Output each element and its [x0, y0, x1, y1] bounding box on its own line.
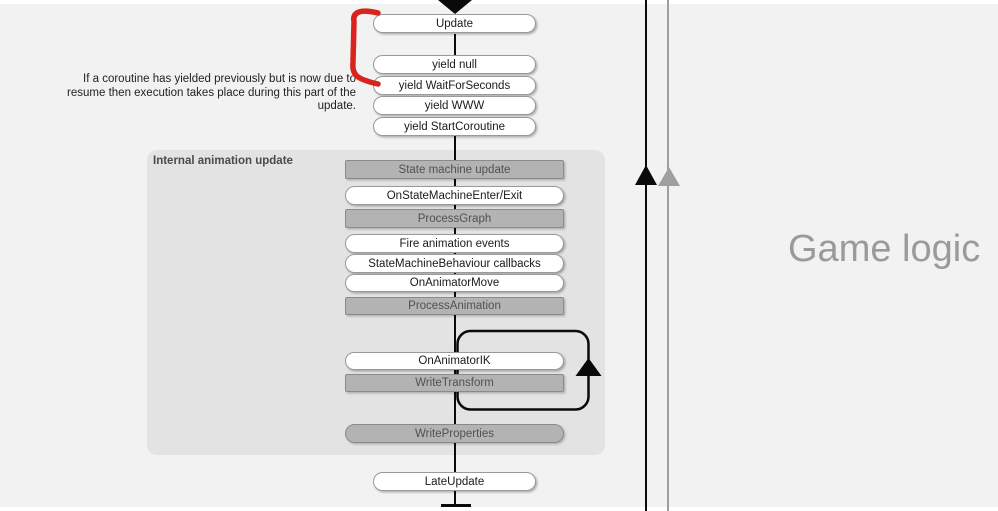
connector-line — [454, 314, 456, 353]
down-arrow-stub-icon — [441, 504, 471, 507]
node-yield-null: yield null — [373, 55, 536, 74]
animation-ik-loop-path — [456, 329, 602, 411]
down-arrow-icon — [438, 0, 472, 14]
connector-line — [454, 252, 456, 255]
loop-up-arrow-icon — [575, 358, 602, 376]
connector-line — [454, 490, 456, 505]
game-loop-rail-gray — [667, 0, 669, 511]
node-onanimatormove: OnAnimatorMove — [345, 274, 564, 292]
connector-line — [454, 179, 456, 187]
node-processgraph: ProcessGraph — [345, 209, 564, 228]
node-writeproperties: WriteProperties — [345, 424, 564, 443]
connector-line — [454, 135, 456, 161]
connector-line — [454, 204, 456, 210]
node-writetransform: WriteTransform — [345, 374, 564, 392]
red-bracket-annotation — [350, 8, 381, 87]
annotation-line: If a coroutine has yielded previously bu… — [83, 73, 356, 85]
node-state-machine-update: State machine update — [345, 160, 564, 179]
node-update: Update — [373, 14, 536, 33]
connector-line — [454, 272, 456, 275]
connector-line — [454, 34, 456, 56]
coroutine-annotation: If a coroutine has yielded previously bu… — [36, 73, 356, 114]
game-loop-rail-black — [645, 0, 647, 511]
node-statemachinebehaviour-callbacks: StateMachineBehaviour callbacks — [345, 254, 564, 273]
node-yield-www: yield WWW — [373, 96, 536, 115]
node-onstatemachineenterexit: OnStateMachineEnter/Exit — [345, 186, 564, 205]
node-lateupdate: LateUpdate — [373, 472, 536, 491]
connector-line — [454, 291, 456, 298]
connector-line — [454, 227, 456, 235]
connector-line — [454, 391, 456, 425]
section-label-game-logic: Game logic — [788, 228, 981, 270]
up-arrow-icon-gray — [658, 167, 680, 186]
node-fire-animation-events: Fire animation events — [345, 234, 564, 253]
node-yield-startcoroutine: yield StartCoroutine — [373, 117, 536, 136]
node-processanimation: ProcessAnimation — [345, 297, 564, 315]
node-onanimatorik: OnAnimatorIK — [345, 352, 564, 370]
annotation-line: resume then execution takes place during… — [67, 86, 356, 99]
connector-line — [454, 442, 456, 473]
internal-animation-update-label: Internal animation update — [153, 155, 293, 167]
connector-line — [454, 369, 456, 375]
annotation-line: update. — [317, 100, 356, 112]
up-arrow-icon-black — [635, 165, 657, 185]
node-yield-waitforseconds: yield WaitForSeconds — [373, 76, 536, 95]
